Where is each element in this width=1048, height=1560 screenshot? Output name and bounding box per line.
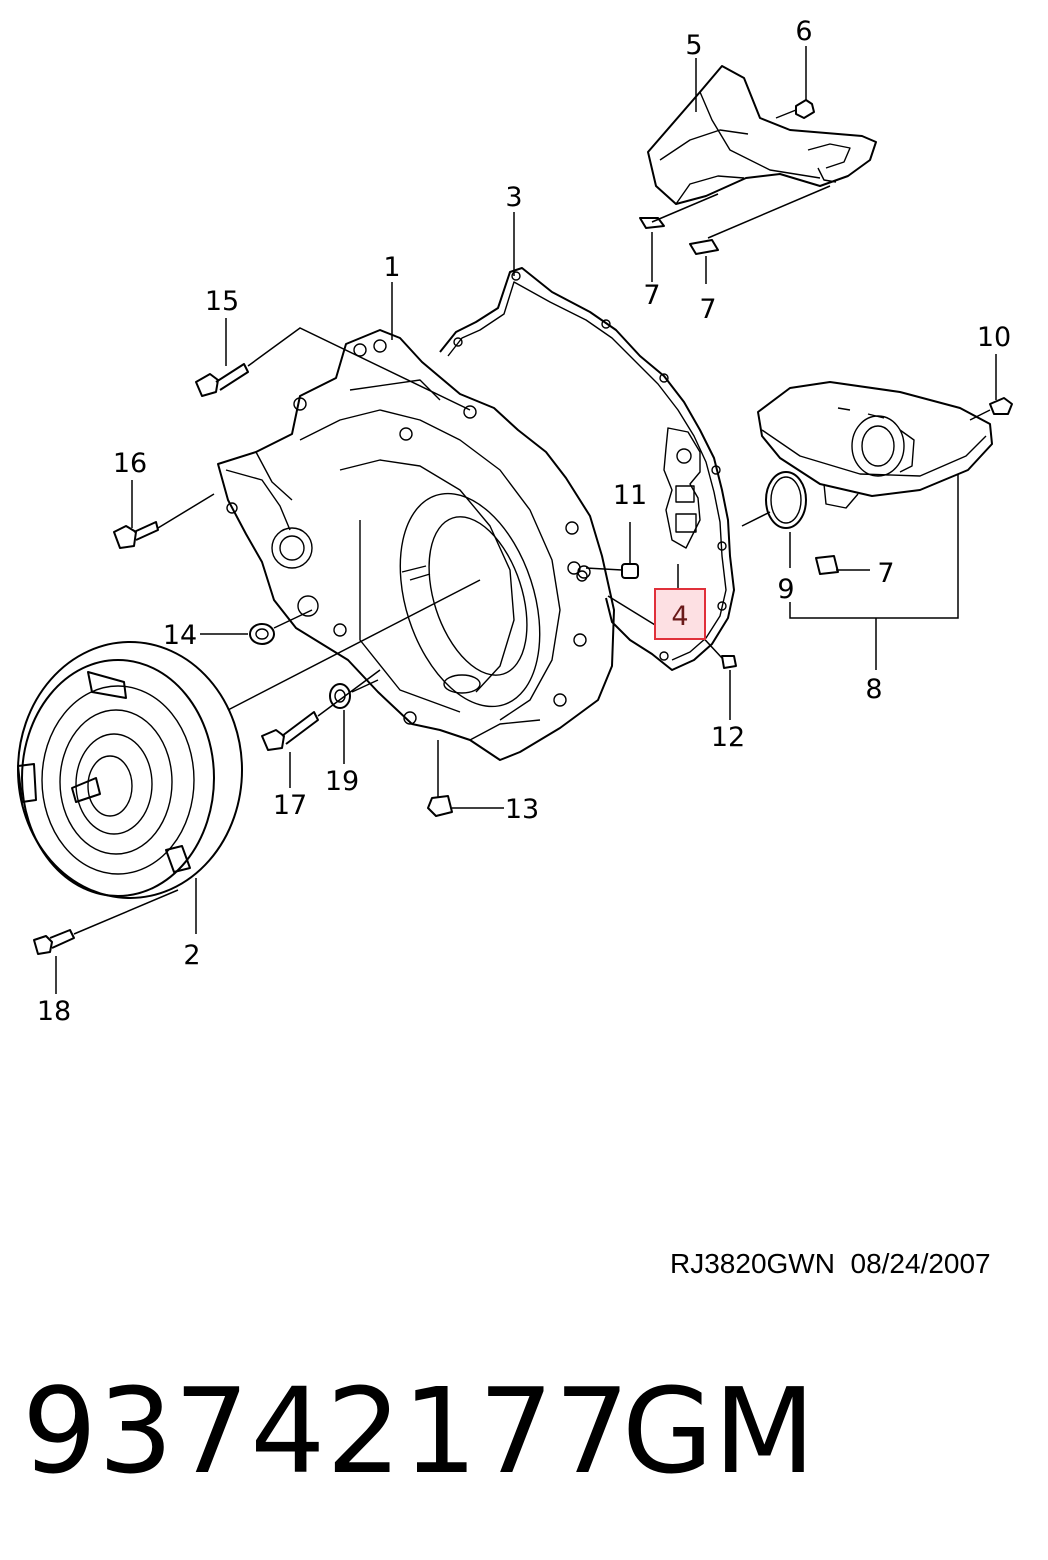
callout-4: 4: [671, 601, 688, 632]
part-3-gasket: [439, 267, 735, 671]
part-7-clip-a: [639, 217, 665, 229]
callout-15: 15: [205, 286, 239, 317]
part-9-oring: [765, 471, 807, 529]
part-5-shield: [647, 65, 877, 205]
callout-7a: 7: [643, 280, 660, 311]
highlight-box-4: [654, 588, 706, 640]
callout-7b: 7: [699, 294, 716, 325]
callout-1: 1: [383, 252, 400, 283]
brand-name: GM: [622, 1362, 816, 1500]
part-1-housing: [217, 329, 615, 761]
callout-10: 10: [977, 322, 1011, 353]
part-6-bolt: [775, 99, 815, 119]
callout-7c: 7: [877, 558, 894, 589]
callout-5: 5: [685, 30, 702, 61]
drawing-reference: RJ3820GWN 08/24/2007: [670, 1248, 991, 1279]
callout-8: 8: [865, 674, 882, 705]
leader-lines: [55, 46, 997, 994]
callout-14: 14: [163, 620, 197, 651]
part-14-nut: [249, 623, 275, 645]
part-7-clip-b: [689, 239, 719, 255]
callout-19: 19: [325, 766, 359, 797]
part-13-plug: [427, 795, 453, 817]
part-18-bolt: [33, 929, 75, 955]
callout-17: 17: [273, 790, 307, 821]
callout-11: 11: [613, 480, 647, 511]
callout-13: 13: [505, 794, 539, 825]
part-10-bolt: [969, 397, 1013, 421]
callout-3: 3: [505, 182, 522, 213]
callout-9: 9: [777, 574, 794, 605]
callout-2: 2: [183, 940, 200, 971]
part-15-bolt: [195, 363, 249, 397]
callout-12: 12: [711, 722, 745, 753]
part-7-clip-c: [815, 555, 839, 575]
part-number: 93742177: [22, 1362, 631, 1500]
callout-18: 18: [37, 996, 71, 1027]
callout-16: 16: [113, 448, 147, 479]
part-11-plug: [567, 561, 639, 582]
callout-labels: 4 1 2 3 5 6 7 7 7 8 9 10 11 12 13 14 15 …: [37, 16, 1011, 1027]
part-2-torque-converter: [17, 641, 243, 899]
part-8-filter: [757, 381, 993, 509]
part-12-bolt: [721, 655, 737, 669]
part-17-bolt: [261, 711, 319, 751]
callout-6: 6: [795, 16, 812, 47]
part-16-bolt: [113, 521, 159, 549]
